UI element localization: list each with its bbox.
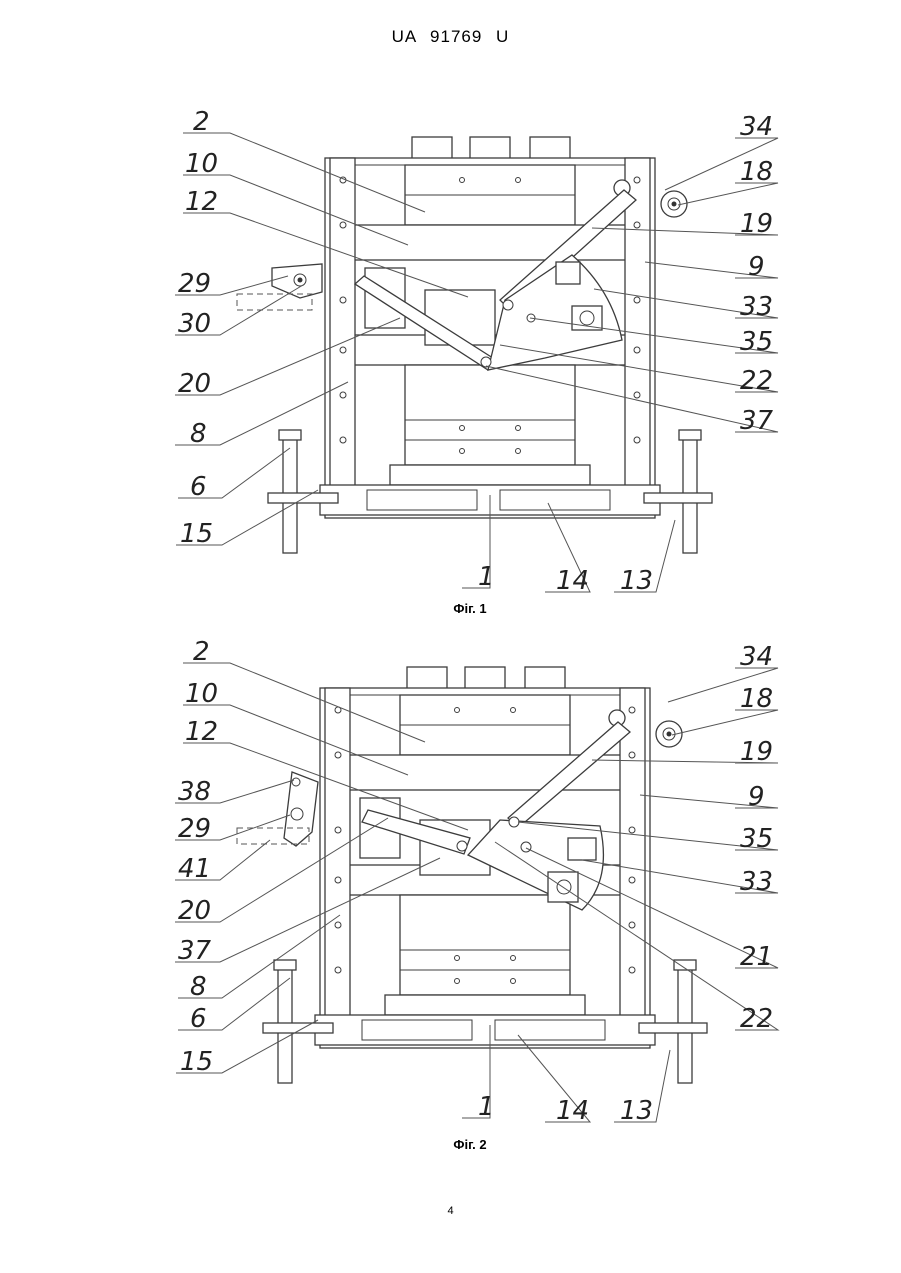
callout-1: 1 — [478, 1092, 495, 1122]
callout-14: 14 — [556, 1096, 589, 1126]
callout-12: 12 — [185, 187, 218, 217]
callout-35: 35 — [740, 327, 773, 357]
callout-6: 6 — [190, 1004, 207, 1034]
callout-29: 29 — [178, 814, 211, 844]
figure-2-caption: Фіг. 2 — [420, 1137, 520, 1152]
callout-18: 18 — [740, 684, 773, 714]
callout-20: 20 — [178, 369, 211, 399]
callout-2: 2 — [193, 107, 210, 137]
callout-13: 13 — [620, 1096, 653, 1126]
callout-10: 10 — [185, 149, 218, 179]
callout-15: 15 — [180, 519, 213, 549]
callout-33: 33 — [740, 867, 773, 897]
callout-10: 10 — [185, 679, 218, 709]
callout-8: 8 — [190, 419, 207, 449]
callout-33: 33 — [740, 292, 773, 322]
callout-19: 19 — [740, 737, 773, 767]
callout-19: 19 — [740, 209, 773, 239]
callout-12: 12 — [185, 717, 218, 747]
callout-30: 30 — [178, 309, 211, 339]
figure-2-drawing — [175, 663, 778, 1122]
callout-9: 9 — [748, 252, 765, 282]
callout-14: 14 — [556, 566, 589, 596]
figure-1-drawing — [175, 133, 778, 592]
callout-38: 38 — [178, 777, 211, 807]
callout-22: 22 — [740, 1004, 773, 1034]
callout-29: 29 — [178, 269, 211, 299]
callout-2: 2 — [193, 637, 210, 667]
callout-9: 9 — [748, 782, 765, 812]
callout-1: 1 — [478, 562, 495, 592]
callout-34: 34 — [740, 642, 773, 672]
callout-37: 37 — [740, 406, 774, 436]
callout-21: 21 — [740, 942, 773, 972]
callout-13: 13 — [620, 566, 653, 596]
callout-41: 41 — [178, 854, 211, 884]
callout-18: 18 — [740, 157, 773, 187]
callout-15: 15 — [180, 1047, 213, 1077]
callout-35: 35 — [740, 824, 773, 854]
callout-20: 20 — [178, 896, 211, 926]
figure-1-caption: Фіг. 1 — [420, 601, 520, 616]
callout-22: 22 — [740, 366, 773, 396]
callout-37: 37 — [178, 936, 212, 966]
callout-6: 6 — [190, 472, 207, 502]
page-number: 4 — [0, 1205, 901, 1217]
callout-34: 34 — [740, 112, 773, 142]
callout-8: 8 — [190, 972, 207, 1002]
